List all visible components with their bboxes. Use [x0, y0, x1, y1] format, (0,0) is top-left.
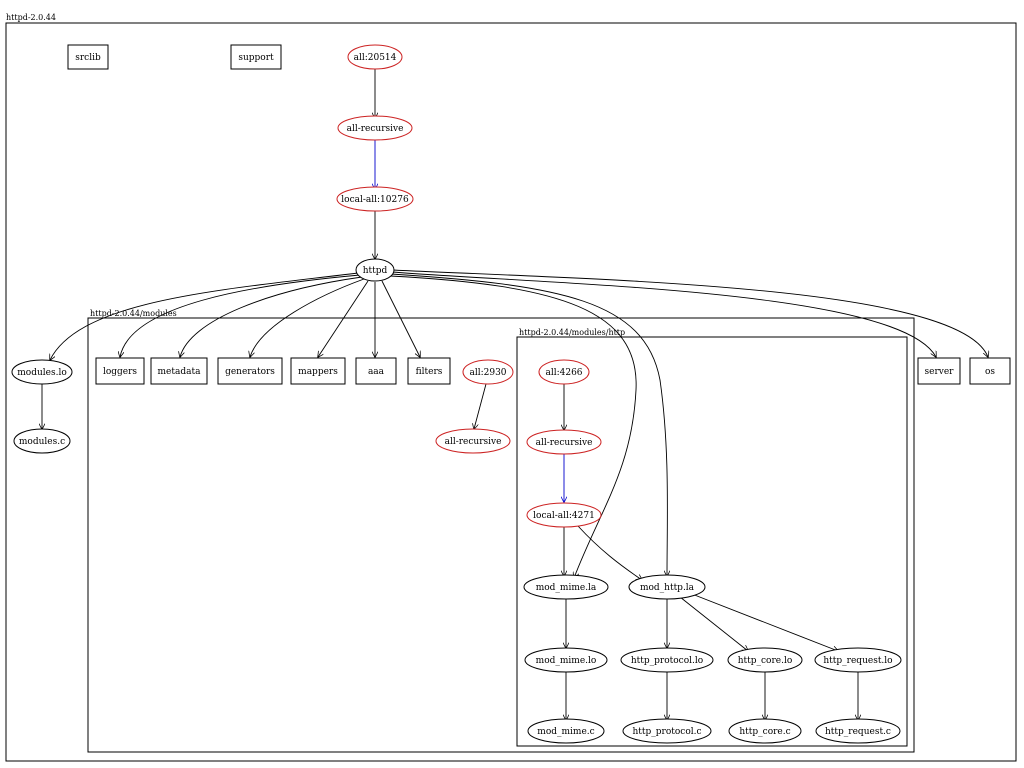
svg-text:mod_mime.lo: mod_mime.lo: [536, 656, 597, 666]
graph-frame: [5, 22, 1017, 762]
svg-text:metadata: metadata: [158, 367, 202, 377]
svg-text:all:2930: all:2930: [469, 368, 506, 378]
svg-text:http_protocol.c: http_protocol.c: [632, 727, 701, 737]
cluster-http-label: httpd-2.0.44/modules/http: [519, 328, 625, 337]
edge-httpd-os: [391, 269, 988, 357]
svg-text:mappers: mappers: [298, 367, 338, 377]
node-http-protocol-c[interactable]: http_protocol.c: [622, 718, 712, 744]
node-aaa[interactable]: aaa: [355, 357, 397, 385]
node-mod-mime-c[interactable]: mod_mime.c: [527, 718, 605, 744]
svg-text:support: support: [238, 53, 274, 63]
edge-httpd-mappers: [318, 280, 369, 357]
node-server[interactable]: server: [917, 357, 961, 385]
cluster-modules-label: httpd-2.0.44/modules: [90, 309, 177, 318]
svg-text:local-all:10276: local-all:10276: [341, 195, 409, 205]
node-modules-c[interactable]: modules.c: [13, 428, 71, 454]
node-loggers[interactable]: loggers: [95, 357, 145, 385]
svg-text:httpd: httpd: [363, 266, 388, 276]
svg-text:loggers: loggers: [103, 367, 137, 377]
edge-modhttpla-httpcorelo: [679, 596, 748, 651]
svg-text:all:20514: all:20514: [354, 53, 397, 63]
graph-title: httpd-2.0.44: [6, 13, 56, 22]
edges: [42, 69, 988, 720]
node-all-4266[interactable]: all:4266: [538, 359, 590, 385]
svg-text:generators: generators: [225, 367, 275, 377]
node-metadata[interactable]: metadata: [150, 357, 208, 385]
svg-text:all-recursive: all-recursive: [536, 438, 593, 448]
node-mod-mime-lo[interactable]: mod_mime.lo: [524, 647, 608, 673]
svg-text:http_protocol.lo: http_protocol.lo: [631, 656, 703, 666]
svg-text:mod_mime.c: mod_mime.c: [537, 727, 594, 737]
edge-httpd-metadata: [180, 276, 363, 357]
svg-text:local-all:4271: local-all:4271: [533, 511, 595, 521]
cluster-http: [516, 336, 908, 747]
edge-httpd-modhttpla: [390, 273, 667, 576]
svg-text:modules.c: modules.c: [19, 437, 65, 447]
node-support[interactable]: support: [230, 44, 282, 70]
svg-text:filters: filters: [416, 367, 443, 377]
node-generators[interactable]: generators: [217, 357, 283, 385]
edge-httpd-moduleslo: [50, 272, 359, 360]
node-modules-lo[interactable]: modules.lo: [11, 359, 73, 385]
node-srclib[interactable]: srclib: [67, 44, 109, 70]
node-os[interactable]: os: [969, 357, 1011, 385]
svg-text:server: server: [925, 367, 955, 377]
edge-httpd-loggers: [120, 274, 361, 357]
svg-text:os: os: [985, 367, 995, 377]
svg-text:all:4266: all:4266: [545, 368, 582, 378]
svg-text:mod_http.la: mod_http.la: [640, 583, 695, 593]
node-all-recursive-top[interactable]: all-recursive: [337, 115, 413, 141]
svg-text:http_core.lo: http_core.lo: [738, 656, 793, 666]
edge-httpd-server: [391, 271, 936, 357]
edge-httpd-generators: [250, 278, 365, 357]
node-mod-mime-la[interactable]: mod_mime.la: [523, 574, 609, 600]
edge-all2930-allrecursive: [474, 383, 487, 429]
svg-text:modules.lo: modules.lo: [17, 368, 67, 378]
cluster-modules: [87, 317, 915, 753]
node-local-all-10276[interactable]: local-all:10276: [336, 186, 414, 212]
node-http-request-lo[interactable]: http_request.lo: [814, 647, 902, 673]
edge-httpd-filters: [381, 280, 420, 357]
node-http-core-c[interactable]: http_core.c: [728, 718, 802, 744]
edge-modhttpla-httprequestlo: [691, 593, 838, 651]
svg-text:http_request.c: http_request.c: [825, 727, 891, 737]
node-http-core-lo[interactable]: http_core.lo: [727, 647, 803, 673]
svg-text:http_core.c: http_core.c: [739, 727, 790, 737]
node-filters[interactable]: filters: [407, 357, 451, 385]
edge-localall4271-modhttpla: [577, 525, 642, 580]
svg-text:aaa: aaa: [368, 367, 385, 377]
node-mod-http-la[interactable]: mod_http.la: [628, 574, 706, 600]
node-all-2930[interactable]: all:2930: [462, 359, 514, 385]
node-http-request-c[interactable]: http_request.c: [815, 718, 901, 744]
node-local-all-4271[interactable]: local-all:4271: [526, 502, 602, 528]
svg-text:mod_mime.la: mod_mime.la: [536, 583, 597, 593]
svg-text:all-recursive: all-recursive: [347, 124, 404, 134]
node-http-protocol-lo[interactable]: http_protocol.lo: [620, 647, 714, 673]
node-all-20514[interactable]: all:20514: [347, 44, 403, 70]
node-all-recursive-http[interactable]: all-recursive: [526, 429, 602, 455]
edge-httpd-modmimela: [389, 275, 637, 578]
node-all-recursive-mod[interactable]: all-recursive: [435, 428, 511, 454]
node-mappers[interactable]: mappers: [290, 357, 346, 385]
svg-text:all-recursive: all-recursive: [445, 437, 502, 447]
node-httpd[interactable]: httpd: [355, 258, 395, 282]
svg-text:srclib: srclib: [75, 53, 101, 63]
svg-text:http_request.lo: http_request.lo: [823, 656, 892, 666]
